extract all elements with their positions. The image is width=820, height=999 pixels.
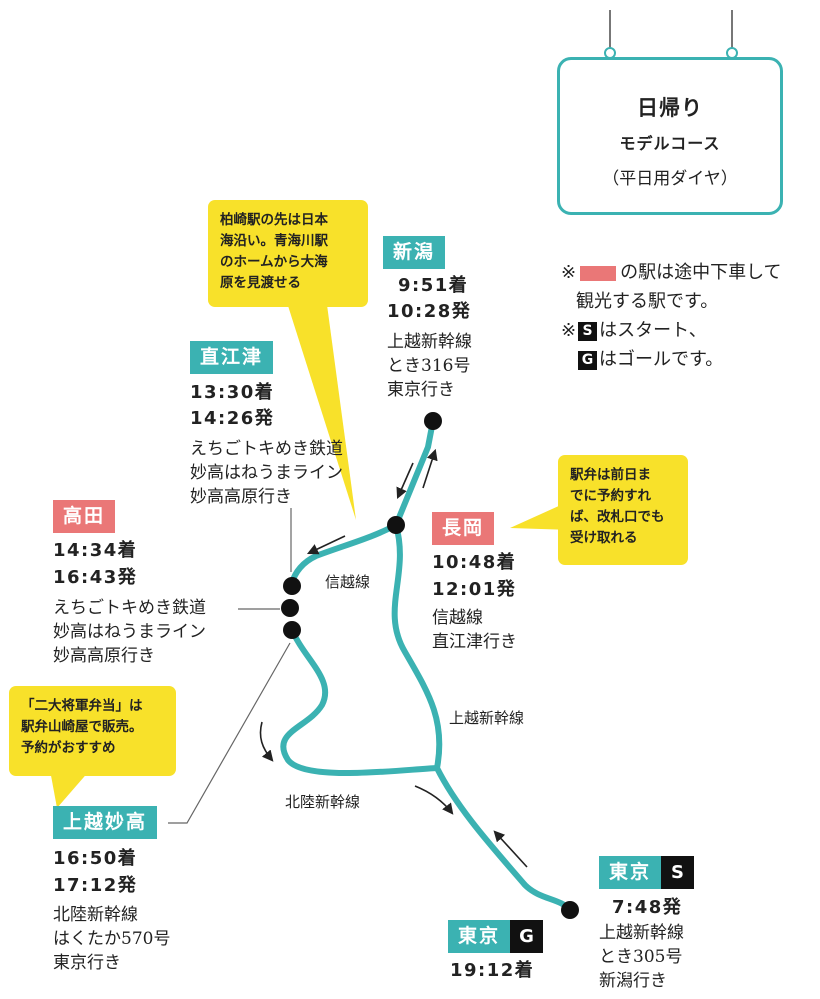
station-label-tokyo-goal: 東京 G [448, 920, 544, 953]
niigata-info: 上越新幹線 とき316号 東京行き [387, 332, 472, 400]
joetsumyoko-arrive: 16:50着 [53, 848, 138, 869]
station-label-joetsumyoko: 上越妙高 [53, 806, 158, 839]
callout-kashiwazaki: 柏崎駅の先は日本 海沿い。青海川駅 のホームから大海 原を見渡せる [208, 200, 368, 307]
route-shinetsu [289, 522, 399, 586]
arrow-icon [259, 721, 274, 762]
joetsumyoko-info: 北陸新幹線 はくたか570号 東京行き [53, 905, 171, 973]
station-label-niigata: 新潟 [383, 236, 446, 269]
bubble-pointer-ekiben [510, 500, 572, 530]
niigata-depart: 10:28発 [387, 301, 472, 322]
tokyo-start-info: 上越新幹線 とき305号 新潟行き [599, 923, 684, 991]
goal-badge: G [578, 350, 597, 370]
nagaoka-arrive: 10:48着 [432, 552, 517, 573]
line-label-hokuriku-shinkansen: 北陸新幹線 [285, 793, 361, 811]
station-label-takada: 高田 [53, 500, 116, 533]
arrow-icon [422, 448, 438, 489]
callout-ekiben: 駅弁は前日ま でに予約すれ ば、改札口でも 受け取れる [558, 455, 688, 565]
nagaoka-depart: 12:01発 [432, 579, 517, 600]
niigata-arrive: 9:51着 [398, 275, 469, 296]
tokyo-start-depart: 7:48発 [612, 897, 683, 918]
takada-depart: 16:43発 [53, 567, 138, 588]
board-note: （平日用ダイヤ） [602, 169, 738, 189]
callout-bento: 「二大将軍弁当」は 駅弁山崎屋で販売。 予約がおすすめ [9, 686, 176, 776]
board-hanger [609, 10, 611, 54]
node-niigata [424, 412, 442, 430]
route-joetsu-shinkansen [391, 522, 573, 913]
board-ring [726, 47, 738, 59]
route-hokuriku-shinkansen [280, 627, 440, 777]
nagaoka-info: 信越線 直江津行き [432, 608, 517, 652]
takada-arrive: 14:34着 [53, 540, 138, 561]
arrow-icon [396, 462, 414, 500]
node-tokyo [561, 901, 579, 919]
naoetsu-depart: 14:26発 [190, 408, 275, 429]
node-joetsumyoko [283, 621, 301, 639]
legend-note-1: ※の駅は途中下車して [561, 262, 782, 283]
highlight-swatch [580, 265, 617, 281]
line-label-joetsu-shinkansen: 上越新幹線 [449, 709, 525, 727]
tokyo-goal-arrive: 19:12着 [450, 960, 535, 981]
node-naoetsu [283, 577, 301, 595]
station-label-nagaoka: 長岡 [432, 512, 495, 545]
leader-joetsumyoko [168, 642, 291, 824]
board-subtitle: モデルコース [619, 134, 721, 153]
legend-note-1-cont: 観光する駅です。 [576, 291, 719, 312]
arrow-icon [414, 785, 454, 815]
joetsumyoko-depart: 17:12発 [53, 875, 138, 896]
board-ring [604, 47, 616, 59]
arrow-icon [306, 535, 346, 555]
naoetsu-info: えちごトキめき鉄道 妙高はねうまライン 妙高高原行き [190, 439, 343, 507]
start-badge: S [661, 856, 695, 889]
node-takada [281, 599, 299, 617]
board-title: 日帰り [637, 96, 703, 120]
arrow-icon [493, 830, 528, 868]
naoetsu-arrive: 13:30着 [190, 382, 275, 403]
start-badge: S [578, 321, 598, 341]
takada-info: えちごトキめき鉄道 妙高はねうまライン 妙高高原行き [53, 598, 206, 666]
node-nagaoka [387, 516, 405, 534]
bubble-pointer-kashiwazaki [283, 290, 356, 520]
goal-badge: G [510, 920, 544, 953]
board-hanger [731, 10, 733, 54]
station-label-naoetsu: 直江津 [190, 341, 274, 374]
line-label-shinetsu: 信越線 [325, 573, 371, 591]
bubble-pointer-bento [50, 770, 90, 808]
title-board: 日帰り モデルコース （平日用ダイヤ） [557, 57, 783, 215]
station-label-tokyo-start: 東京 S [599, 856, 695, 889]
